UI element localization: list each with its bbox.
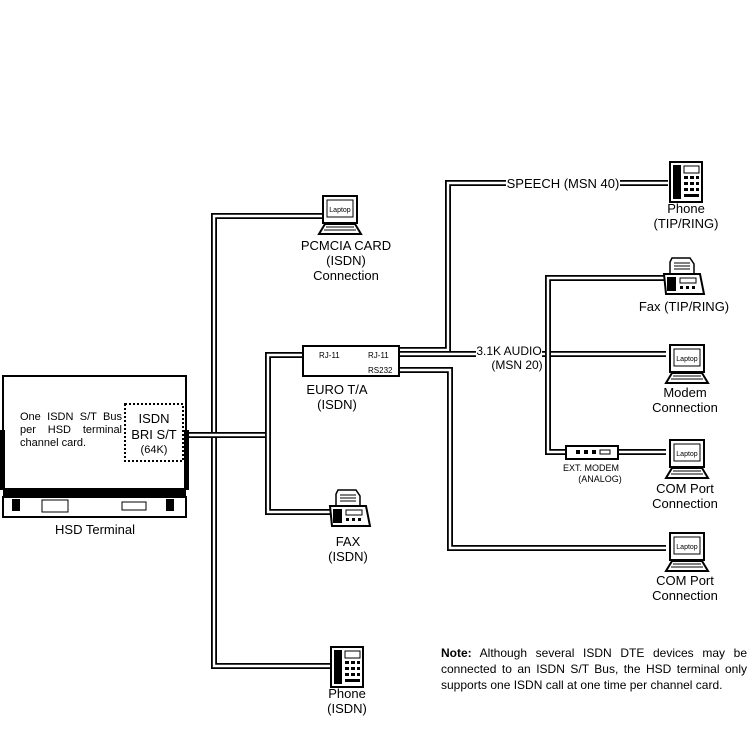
com-port-2-icon-text: Laptop xyxy=(676,544,698,551)
fax-isdn-line2: (ISDN) xyxy=(328,549,368,564)
phone-isdn-line2: (ISDN) xyxy=(327,701,367,716)
note-text: Although several ISDN DTE devices may be… xyxy=(441,646,747,692)
terminal-label: HSD Terminal xyxy=(55,522,135,537)
audio-link-line2: (MSN 20) xyxy=(491,358,542,372)
note-bold-label: Note: xyxy=(441,646,472,660)
terminal-port-line1: ISDN xyxy=(138,411,169,426)
phone-tip-ring-icon xyxy=(669,161,703,203)
audio-link-line1: 3.1K AUDIO xyxy=(476,344,541,358)
modem-line2: Connection xyxy=(652,400,718,415)
modem-line1: Modem xyxy=(663,385,706,400)
pcmcia-laptop-icon: Laptop xyxy=(318,195,362,235)
isdn-port-box xyxy=(124,403,184,462)
ext-modem-line1: EXT. MODEM xyxy=(563,463,619,473)
pcmcia-line2: (ISDN) xyxy=(326,253,366,268)
euro-ta-port-rj11-left: RJ-11 xyxy=(319,351,340,360)
com-port-2-line2: Connection xyxy=(652,588,718,603)
euro-ta-box: RJ-11 RJ-11 RS232 xyxy=(302,345,400,377)
fax-tip-line1: Fax (TIP/RING) xyxy=(639,299,729,314)
cable-lines xyxy=(185,180,668,669)
ext-modem-box xyxy=(565,445,619,460)
modem-laptop-icon: Laptop xyxy=(665,344,709,384)
fax-tip-ring-icon xyxy=(663,257,705,295)
phone-isdn-icon xyxy=(330,646,364,688)
modem-icon-text: Laptop xyxy=(676,356,698,363)
com-port-2-laptop-icon: Laptop xyxy=(665,532,709,572)
speech-link-label: SPEECH (MSN 40) xyxy=(507,176,620,191)
fax-isdn-line1: FAX xyxy=(336,534,361,549)
terminal-port-line2: BRI S/T xyxy=(131,427,177,442)
phone-isdn-line1: Phone xyxy=(328,686,366,701)
com-port-2-line1: COM Port xyxy=(656,573,714,588)
com-port-1-laptop-icon: Laptop xyxy=(665,439,709,479)
com-port-1-icon-text: Laptop xyxy=(676,451,698,458)
com-port-1-line2: Connection xyxy=(652,496,718,511)
phone-tip-line1: Phone xyxy=(667,201,705,216)
euro-ta-line2: (ISDN) xyxy=(317,397,357,412)
pcmcia-line3: Connection xyxy=(313,268,379,283)
com-port-1-line1: COM Port xyxy=(656,481,714,496)
euro-ta-port-rj11-right: RJ-11 xyxy=(368,351,389,360)
hsd-terminal: ISDN BRI S/T (64K) xyxy=(0,375,189,518)
diagram-note: Note: Although several ISDN DTE devices … xyxy=(441,645,747,693)
pcmcia-icon-text: Laptop xyxy=(329,207,351,214)
fax-isdn-icon xyxy=(329,489,371,527)
euro-ta-port-rs232: RS232 xyxy=(368,366,393,375)
terminal-port-line3: (64K) xyxy=(141,444,168,456)
euro-ta-line1: EURO T/A xyxy=(306,382,367,397)
phone-tip-line2: (TIP/RING) xyxy=(654,216,719,231)
ext-modem-line2: (ANALOG) xyxy=(578,474,622,484)
terminal-bus-note: One ISDN S/T Bus per HSD terminal channe… xyxy=(20,411,122,449)
pcmcia-line1: PCMCIA CARD xyxy=(301,238,391,253)
